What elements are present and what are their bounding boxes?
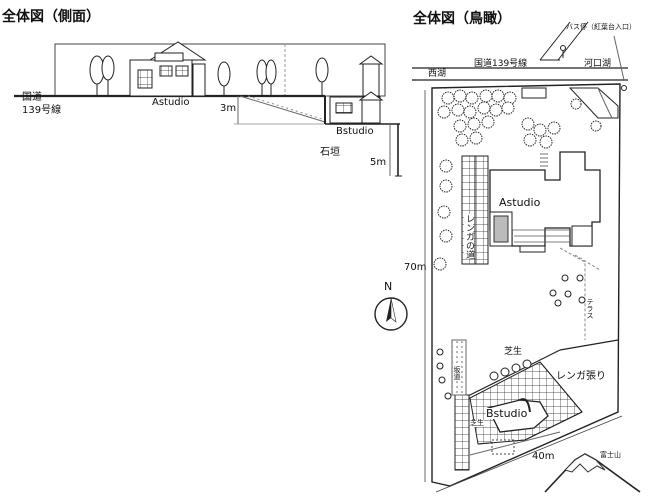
bstudio-side-label: Bstudio <box>336 126 374 137</box>
width-40m-label: 40m <box>532 451 555 462</box>
lawn-label-1: 芝生 <box>504 347 523 357</box>
bus-stop-label: バス停（紅葉台入口） <box>566 23 636 31</box>
bstudio-top-label: Bstudio <box>486 407 528 420</box>
drop-3m-label: 3m <box>220 103 237 114</box>
north-label: N <box>384 280 393 293</box>
astudio-top-label: Astudio <box>499 196 541 209</box>
fuji-label: 富士山 <box>600 451 621 459</box>
slope-label: 坂道 <box>453 366 461 380</box>
top-view-title: 全体図（鳥瞰） <box>413 11 511 27</box>
terrace-label: テラス <box>586 298 594 319</box>
kawaguchi-lake-label: 河口湖 <box>584 59 612 69</box>
stone-wall-label: 石垣 <box>320 147 340 158</box>
lawn-label-2: 芝生 <box>470 419 484 427</box>
road-label-line1: 国道 <box>22 92 42 103</box>
road-label-line2: 139号線 <box>22 105 62 116</box>
drop-5m-label: 5m <box>370 157 387 168</box>
side-view-drawing <box>14 41 402 177</box>
top-view-drawing <box>412 21 641 493</box>
brick-path-label: レンガの道 <box>464 214 474 259</box>
route-label: 国道139号線 <box>474 59 528 69</box>
west-lake-label: 西湖 <box>428 69 447 79</box>
astudio-side-label: Astudio <box>152 97 190 108</box>
side-view-title: 全体図（側面） <box>2 9 100 25</box>
tree-clusters <box>433 89 602 271</box>
compass-icon <box>374 297 408 331</box>
brick-paved-label: レンガ張り <box>556 371 606 382</box>
height-70m-label: 70m <box>404 262 427 273</box>
